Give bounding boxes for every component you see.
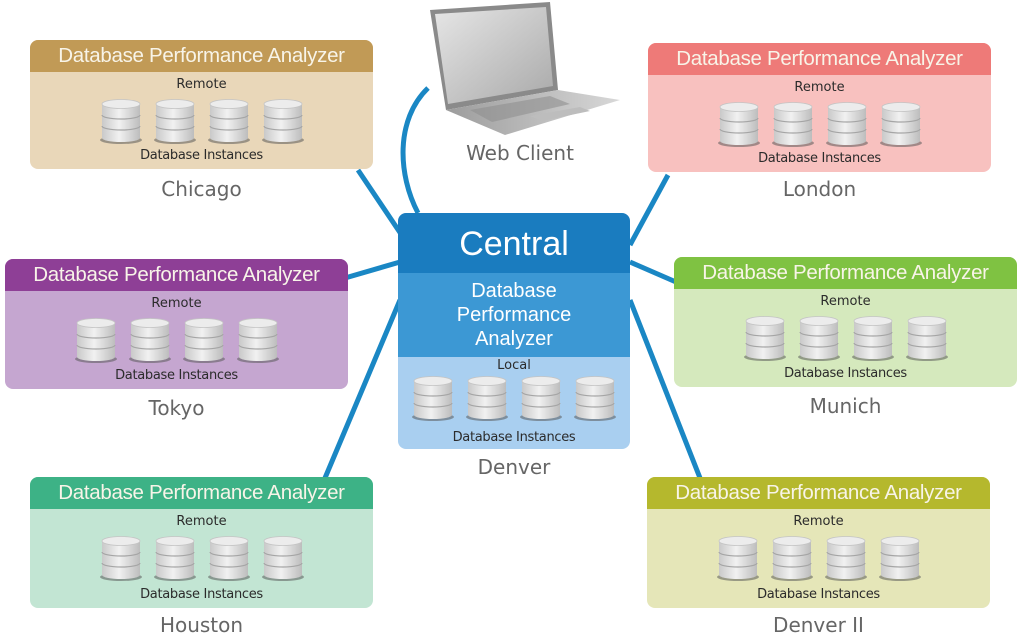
site-houston[interactable]: Database Performance Analyzer Remote Dat… — [30, 477, 373, 640]
instances-type-label: Remote — [176, 514, 227, 529]
database-icon — [261, 99, 304, 144]
database-group — [398, 375, 630, 421]
site-header: Database Performance Analyzer — [5, 259, 348, 291]
city-label: Denver II — [773, 613, 864, 637]
database-icon — [99, 536, 142, 581]
database-group — [647, 535, 990, 581]
central-subtitle-line: Database — [471, 280, 557, 302]
instances-label: Database Instances — [784, 366, 907, 381]
database-icon — [878, 536, 921, 581]
connector-chicago — [355, 168, 408, 242]
instances-label: Database Instances — [140, 148, 263, 163]
city-label: Chicago — [161, 177, 242, 201]
city-label: Munich — [809, 394, 882, 418]
database-icon — [717, 102, 760, 147]
web-client[interactable]: Web Client — [410, 0, 630, 170]
site-munich[interactable]: Database Performance Analyzer Remote Dat… — [674, 257, 1017, 422]
instances-type-label: Remote — [820, 294, 871, 309]
database-group — [30, 98, 373, 144]
database-icon — [520, 376, 562, 421]
database-icon — [207, 536, 250, 581]
connector-denver-ii — [627, 299, 703, 479]
database-icon — [466, 376, 508, 421]
database-icon — [153, 536, 196, 581]
database-icon — [207, 99, 250, 144]
database-icon — [236, 318, 279, 363]
database-icon — [797, 316, 840, 361]
connector-tokyo — [344, 259, 401, 281]
database-icon — [412, 376, 454, 421]
database-icon — [182, 318, 225, 363]
database-icon — [879, 102, 922, 147]
site-header: Database Performance Analyzer — [30, 477, 373, 509]
site-header: Database Performance Analyzer — [30, 40, 373, 72]
database-icon — [824, 536, 867, 581]
central-local-instances: Local Database Instances — [398, 357, 630, 449]
laptop-icon — [430, 2, 620, 135]
instances-type-label: Remote — [151, 296, 202, 311]
city-label: London — [782, 177, 857, 201]
web-client-label: Web Client — [466, 141, 574, 165]
connector-munich — [629, 259, 677, 285]
database-group — [648, 101, 991, 147]
site-header: Database Performance Analyzer — [647, 477, 990, 509]
database-icon — [74, 318, 117, 363]
city-label: Tokyo — [148, 396, 205, 420]
site-header: Database Performance Analyzer — [648, 43, 991, 75]
database-icon — [153, 99, 196, 144]
site-body: Remote Database Instances — [5, 291, 348, 389]
database-icon — [574, 376, 616, 421]
site-body: Remote Database Instances — [647, 509, 990, 608]
database-icon — [825, 102, 868, 147]
database-icon — [261, 536, 304, 581]
site-london[interactable]: Database Performance Analyzer Remote Dat… — [648, 43, 991, 208]
city-label: Houston — [159, 613, 244, 637]
central-city-label: Denver — [477, 455, 551, 479]
instances-type-label: Local — [497, 358, 531, 373]
database-icon — [99, 99, 142, 144]
central-subtitle-line: Performance — [456, 304, 572, 326]
site-header: Database Performance Analyzer — [674, 257, 1017, 289]
instances-type-label: Remote — [794, 80, 845, 95]
instances-label: Database Instances — [452, 430, 576, 445]
database-icon — [771, 102, 814, 147]
connector-houston — [322, 299, 403, 479]
database-group — [5, 317, 348, 363]
instances-label: Database Instances — [758, 151, 881, 166]
instances-label: Database Instances — [115, 368, 238, 383]
instances-type-label: Remote — [793, 514, 844, 529]
site-denver-ii[interactable]: Database Performance Analyzer Remote Dat… — [647, 477, 990, 640]
database-group — [30, 535, 373, 581]
database-icon — [851, 316, 894, 361]
central-subtitle: Database Performance Analyzer — [398, 273, 630, 357]
site-chicago[interactable]: Database Performance Analyzer Remote Dat… — [30, 40, 373, 205]
connector-london — [627, 173, 671, 247]
database-icon — [770, 536, 813, 581]
instances-type-label: Remote — [176, 77, 227, 92]
central-subtitle-line: Analyzer — [475, 328, 553, 350]
database-icon — [128, 318, 171, 363]
site-body: Remote Database Instances — [30, 509, 373, 608]
database-icon — [716, 536, 759, 581]
site-body: Remote Database Instances — [674, 289, 1017, 387]
site-tokyo[interactable]: Database Performance Analyzer Remote Dat… — [5, 259, 348, 424]
connector-web-client — [400, 86, 430, 215]
site-body: Remote Database Instances — [648, 75, 991, 172]
central-title: Central — [398, 213, 630, 273]
instances-label: Database Instances — [757, 587, 880, 602]
central-analyzer[interactable]: Central Database Performance Analyzer Lo… — [398, 213, 630, 449]
database-icon — [743, 316, 786, 361]
database-icon — [905, 316, 948, 361]
site-body: Remote Database Instances — [30, 72, 373, 169]
instances-label: Database Instances — [140, 587, 263, 602]
database-group — [674, 315, 1017, 361]
